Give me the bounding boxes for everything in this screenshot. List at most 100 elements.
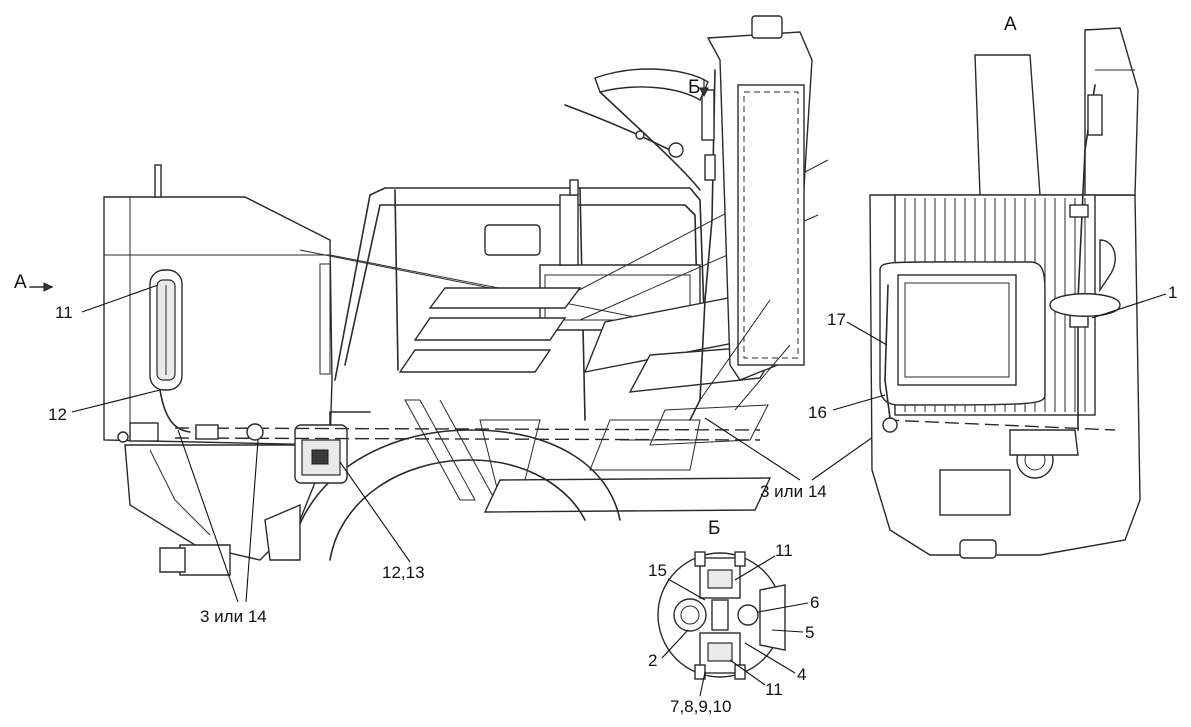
cab-roll-frame — [334, 187, 706, 381]
view-a-ellipse-1 — [1049, 293, 1121, 317]
cab-roll-frame-inner — [344, 204, 699, 366]
cable-dashed-main — [174, 427, 761, 431]
view-a-bracket — [1009, 429, 1079, 456]
hatch-hinge — [668, 142, 684, 158]
view-b-title: Б — [708, 518, 720, 539]
center-lamp-bulb — [311, 449, 329, 465]
leader-2 — [661, 629, 689, 659]
leader-3-14-right-a — [704, 417, 801, 481]
slat-2 — [413, 317, 567, 341]
detail-clip-top-inner — [707, 569, 733, 589]
leader-5 — [771, 629, 804, 633]
view-a-base-box — [939, 469, 1011, 516]
hitch-pin — [159, 547, 186, 573]
side-view: А — [14, 15, 829, 576]
column-clamp — [701, 89, 715, 141]
leader-3-14-b — [245, 439, 259, 603]
view-b: Б — [657, 518, 786, 680]
rear-housing — [103, 196, 333, 446]
leader-3-14-a — [177, 429, 239, 603]
detail-bolt-bot-r — [734, 664, 746, 680]
cable-dashed-main-2 — [174, 437, 761, 441]
leader-12-left — [71, 389, 161, 413]
seat-post-cap — [569, 179, 579, 196]
leader-6 — [757, 602, 809, 613]
view-a-clamp-top — [1087, 94, 1103, 136]
view-a-foot — [959, 539, 997, 559]
callout-5: 5 — [805, 623, 814, 642]
view-a-clamp-1 — [1069, 204, 1089, 218]
center-lamp-lens — [301, 439, 341, 476]
callout-17: 17 — [827, 310, 846, 329]
antenna-post — [154, 164, 162, 198]
leader-11-left — [81, 284, 159, 313]
view-a-side-bulge — [1099, 239, 1116, 293]
wheel-arch-inner — [329, 459, 586, 561]
leader-15 — [667, 578, 706, 601]
column-panel — [737, 84, 805, 366]
slat-3 — [398, 349, 552, 373]
view-arrow-label: А — [14, 272, 27, 293]
floor-rib-1 — [404, 399, 476, 501]
floor-plate — [649, 404, 769, 446]
seat-post — [559, 194, 579, 266]
clamp-2 — [246, 423, 264, 441]
column-cap — [751, 15, 783, 39]
detail-center-block — [711, 599, 729, 631]
view-a-callouts: 17 16 1 — [808, 283, 1177, 422]
roof-slope — [244, 196, 331, 250]
hatch-top — [594, 68, 709, 102]
callout-3-14-bottom: 3 или 14 — [200, 607, 267, 626]
hatch-pivot — [635, 130, 645, 140]
leader-7-10 — [699, 671, 706, 697]
view-a: А — [869, 14, 1141, 559]
detail-bolt-top-r — [734, 551, 746, 567]
callout-15: 15 — [648, 561, 667, 580]
leader-11-top — [734, 555, 776, 581]
hatch-rod — [564, 104, 671, 151]
clamp-1 — [195, 424, 219, 440]
callout-1: 1 — [1168, 283, 1177, 302]
detail-clip-bottom-inner — [707, 642, 733, 662]
callout-7-10: 7,8,9,10 — [670, 697, 731, 716]
slat-1 — [428, 287, 582, 309]
leader-12-13 — [339, 461, 411, 563]
leader-11-bottom — [729, 659, 766, 686]
detail-terminal-left — [673, 598, 707, 632]
detail-side-bracket — [759, 584, 786, 651]
leader-16 — [832, 394, 886, 411]
center-lamp-cable — [329, 411, 371, 426]
step-box — [589, 419, 701, 471]
lamp-cable — [159, 389, 191, 433]
view-b-marker-arrow — [699, 87, 709, 98]
detail-terminal-left-inner — [680, 605, 700, 625]
callout-16: 16 — [808, 403, 827, 422]
hatch-arm — [599, 91, 701, 191]
side-view-callouts: 11 12 3 или 14 12,13 3 или 14 — [48, 284, 891, 626]
step-plate — [483, 477, 772, 513]
callout-4: 4 — [797, 665, 806, 684]
callout-12-left: 12 — [48, 405, 67, 424]
detail-bolt-top-l — [694, 551, 706, 567]
callout-11-bottom: 11 — [765, 680, 783, 699]
side-slot — [319, 263, 331, 375]
view-a-clamp-16 — [882, 417, 898, 433]
view-b-marker: Б — [688, 77, 700, 98]
small-bolt — [117, 431, 129, 443]
view-a-cable-dashed — [884, 419, 1116, 431]
seat-top — [484, 224, 541, 256]
unit-panel-inner — [904, 282, 1010, 378]
guide-line-1 — [699, 299, 771, 401]
unit-panel — [897, 274, 1017, 386]
column-clamp-2 — [704, 154, 716, 181]
leader-17 — [846, 321, 888, 346]
leader-1 — [1091, 293, 1167, 319]
hitch-block — [179, 544, 231, 576]
detail-terminal-right — [737, 604, 759, 626]
view-a-title: А — [1004, 14, 1017, 35]
view-a-post — [974, 54, 1041, 196]
view-a-left-cable — [884, 284, 891, 419]
view-arrow-head — [43, 282, 54, 292]
callout-12-13: 12,13 — [382, 563, 425, 582]
